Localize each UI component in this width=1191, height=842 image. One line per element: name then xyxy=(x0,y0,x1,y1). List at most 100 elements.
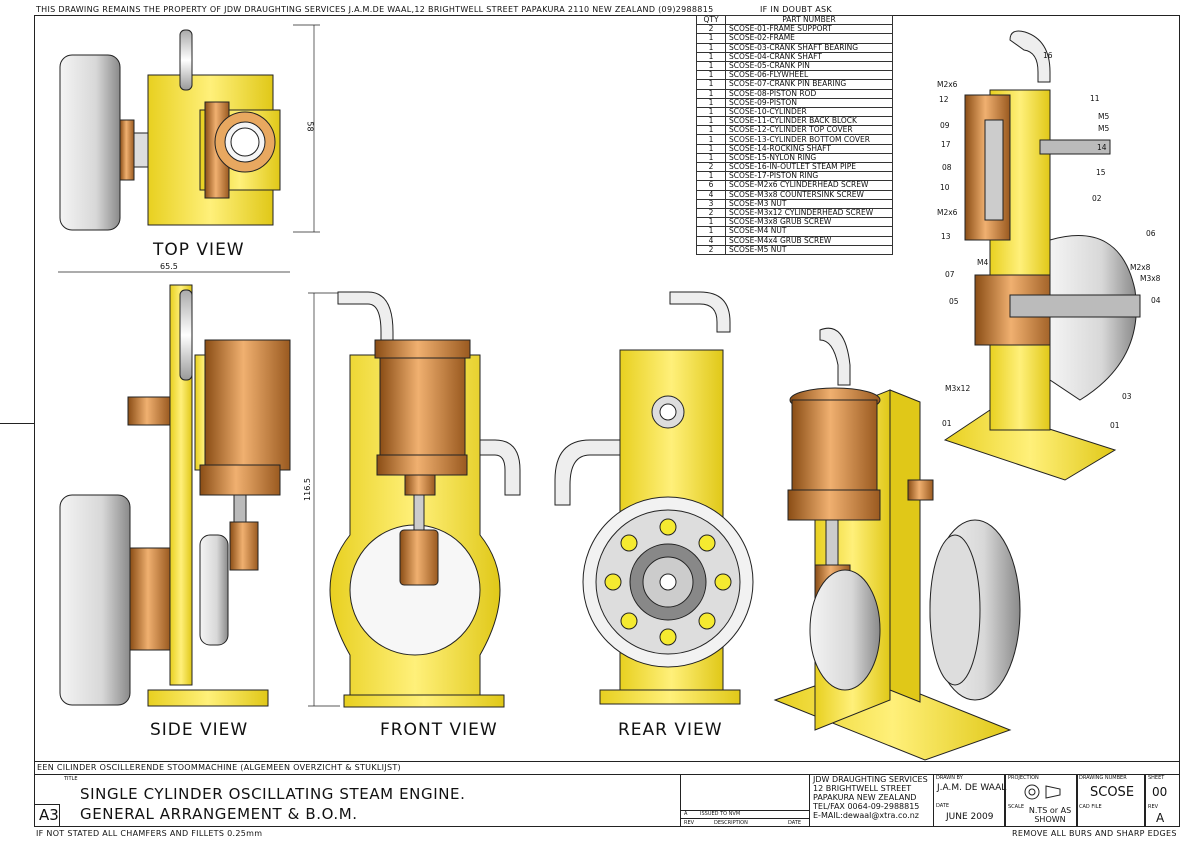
bom-qty: 1 xyxy=(696,33,726,44)
title-block-top-rule xyxy=(34,761,1180,762)
company-info: JDW DRAUGHTING SERVICES 12 BRIGHTWELL ST… xyxy=(813,775,928,820)
scale-value: N.TS or AS SHOWN xyxy=(1028,806,1072,824)
bom-part: SCOSE-13-CYLINDER BOTTOM COVER xyxy=(725,134,893,145)
rev-a-cell: A xyxy=(684,811,688,817)
drawing-number-label: DRAWING NUMBER xyxy=(1079,775,1127,781)
bom-part: SCOSE-07-CRANK PIN BEARING xyxy=(725,79,893,90)
callout-02: 02 xyxy=(1092,194,1102,203)
front-view-label: FRONT VIEW xyxy=(380,720,498,740)
revision-area xyxy=(680,774,810,827)
bom-part: SCOSE-09-PISTON xyxy=(725,97,893,108)
drawing-number-cell xyxy=(1077,774,1145,827)
rear-view-drawing xyxy=(554,291,754,705)
callout-m5-a: M5 xyxy=(1098,112,1110,121)
dim-front-height: 116.5 xyxy=(302,478,312,501)
callout-m3x12: M3x12 xyxy=(945,384,971,393)
bom-part: SCOSE-17-PISTON RING xyxy=(725,171,893,182)
front-view-drawing xyxy=(329,291,521,708)
callout-11: 11 xyxy=(1090,94,1100,103)
rear-view-label: REAR VIEW xyxy=(618,720,723,740)
date-label: DATE xyxy=(788,820,802,826)
projection-symbol-icon xyxy=(1024,784,1061,800)
callout-03: 03 xyxy=(1122,392,1132,401)
projection-cell xyxy=(1005,774,1077,827)
rev-value: A xyxy=(1156,811,1165,825)
callout-09: 09 xyxy=(940,121,950,130)
sheet-size: A3 xyxy=(39,806,59,824)
if-in-doubt: IF IN DOUBT ASK xyxy=(760,5,832,14)
callout-17: 17 xyxy=(941,140,951,149)
company-line1: JDW DRAUGHTING SERVICES xyxy=(813,775,928,784)
bom-qty: 2 xyxy=(696,244,726,255)
rev-label-2: REV xyxy=(1148,804,1159,810)
callout-05: 05 xyxy=(949,297,959,306)
footer-right-note: REMOVE ALL BURS AND SHARP EDGES xyxy=(1012,829,1177,838)
revision-rule xyxy=(680,810,810,811)
description-label: DESCRIPTION xyxy=(714,820,748,826)
bom-part: SCOSE-15-NYLON RING xyxy=(725,152,893,164)
company-line5: E-MAIL:dewaal@xtra.co.nz xyxy=(813,811,919,820)
company-line4: TEL/FAX 0064-09-2988815 xyxy=(813,802,920,811)
isometric-view-drawing xyxy=(773,327,1021,761)
bom-qty: 1 xyxy=(696,143,726,154)
bom-part: SCOSE-M3x12 CYLINDERHEAD SCREW xyxy=(725,207,893,219)
callout-m2x6-b: M2x6 xyxy=(937,208,958,217)
bom-part: SCOSE-08-PISTON ROD xyxy=(725,88,893,99)
callout-m2x6-a: M2x6 xyxy=(937,80,958,89)
projection-label: PROJECTION xyxy=(1008,775,1039,781)
bom-qty: 1 xyxy=(696,88,726,99)
bom-part: SCOSE-M3 NUT xyxy=(725,198,893,209)
subtitle-dutch: EEN CILINDER OSCILLERENDE STOOMMACHINE (… xyxy=(37,763,401,772)
bom-qty: 4 xyxy=(696,235,726,246)
bom-part: SCOSE-M2x6 CYLINDERHEAD SCREW xyxy=(725,180,893,191)
drawn-by-cell xyxy=(933,774,1005,827)
drawing-date: JUNE 2009 xyxy=(946,812,994,822)
dim-side-width: 65.5 xyxy=(160,262,178,271)
date-label-2: DATE xyxy=(936,803,950,809)
callout-14: 14 xyxy=(1097,143,1107,152)
property-notice: THIS DRAWING REMAINS THE PROPERTY OF JDW… xyxy=(36,5,714,14)
drawn-by: J.A.M. DE WAAL xyxy=(937,783,1007,793)
bom-part: SCOSE-04-CRANK SHAFT xyxy=(725,51,893,62)
bom-qty: 6 xyxy=(696,180,726,191)
callout-m3x8: M3x8 xyxy=(1140,274,1161,283)
dim-top-height: 58 xyxy=(305,121,315,132)
title-label: TITLE xyxy=(64,776,78,782)
bom-qty: 1 xyxy=(696,226,726,237)
drawn-by-label: DRAWN BY xyxy=(936,775,963,781)
title-line2: GENERAL ARRANGEMENT & B.O.M. xyxy=(80,805,358,823)
bom-qty: 1 xyxy=(696,134,726,145)
bom-part: SCOSE-16-IN-OUTLET STEAM PIPE xyxy=(725,161,893,173)
bom-part: SCOSE-03-CRANK SHAFT BEARING xyxy=(725,42,893,53)
top-view-drawing xyxy=(59,29,281,231)
bom-part: SCOSE-M5 NUT xyxy=(725,244,893,255)
footer-left-note: IF NOT STATED ALL CHAMFERS AND FILLETS 0… xyxy=(36,829,263,838)
callout-08: 08 xyxy=(942,163,952,172)
bom-qty: 1 xyxy=(696,79,726,90)
top-view-label: TOP VIEW xyxy=(153,240,245,260)
callout-07: 07 xyxy=(945,270,955,279)
bom-qty: 4 xyxy=(696,189,726,200)
callout-13: 13 xyxy=(941,232,951,241)
side-view-drawing xyxy=(59,284,291,707)
section-view-drawing xyxy=(943,30,1141,481)
callout-m5-b: M5 xyxy=(1098,124,1110,133)
bom-part: SCOSE-14-ROCKING SHAFT xyxy=(725,143,893,154)
callout-m2x8: M2x8 xyxy=(1130,263,1151,272)
